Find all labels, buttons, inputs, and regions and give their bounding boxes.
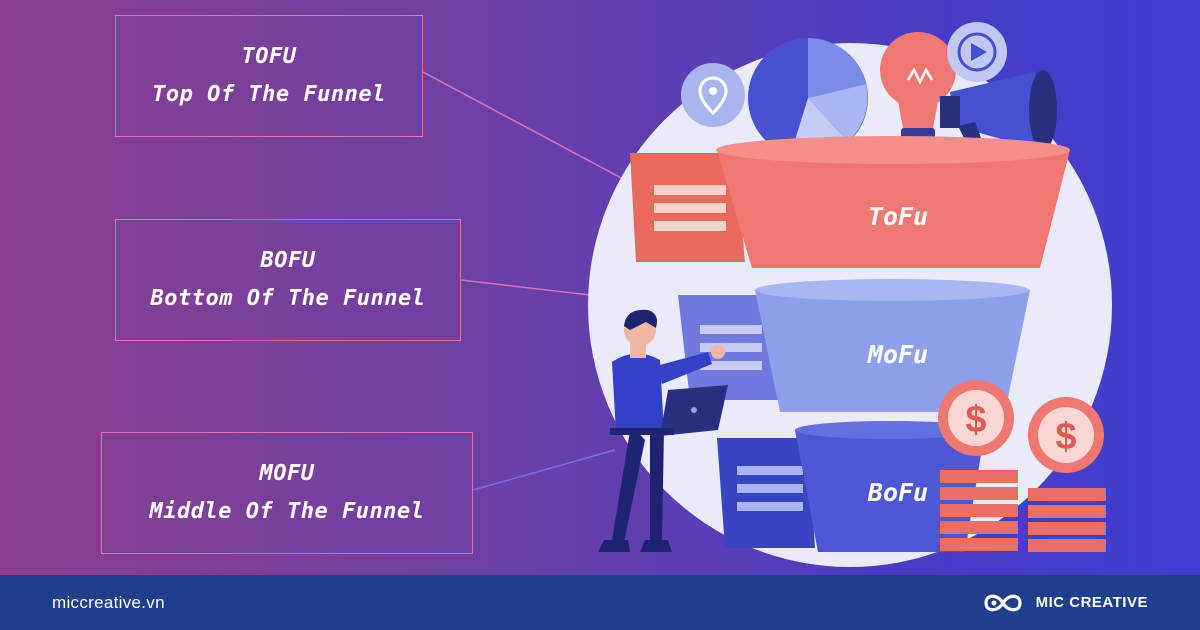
play-button-icon (947, 22, 1007, 82)
funnel-illustration: ToFu MoFu BoFu (422, 22, 1112, 567)
connector-line-mofu (472, 449, 616, 491)
laptop-icon (610, 385, 728, 436)
svg-text:$: $ (965, 399, 986, 441)
mofu-side-panel (678, 295, 780, 400)
funnel-level-tofu: ToFu (716, 136, 1070, 268)
footer-bar: miccreative.vn MIC CREATIVE (0, 575, 1200, 630)
svg-text:$: $ (1055, 416, 1076, 458)
label-full: Middle Of The Funnel (149, 499, 425, 524)
funnel-label-tofu: ToFu (868, 202, 928, 231)
label-full: Bottom Of The Funnel (150, 286, 426, 311)
label-box-mofu: MOFU Middle Of The Funnel (101, 432, 473, 554)
website-link[interactable]: miccreative.vn (52, 592, 165, 612)
label-box-bofu: BOFU Bottom Of The Funnel (115, 219, 461, 341)
lightbulb-icon (880, 32, 956, 144)
infinity-logo-icon (983, 594, 1022, 611)
funnel-level-mofu: MoFu (755, 279, 1030, 412)
funnel-label-mofu: MoFu (867, 340, 928, 369)
label-box-tofu: TOFU Top Of The Funnel (115, 15, 423, 137)
coin-stack-right (1028, 488, 1106, 552)
connector-line-bofu (460, 279, 591, 296)
label-code: MOFU (259, 461, 315, 486)
brand-logo: MIC CREATIVE (980, 590, 1148, 616)
person-with-laptop (598, 309, 728, 552)
dollar-coin-icon: $ (938, 380, 1014, 456)
funnel-infographic: ToFu MoFu BoFu (101, 15, 1112, 567)
brand-name: MIC CREATIVE (1035, 594, 1148, 611)
location-pin-icon (681, 63, 745, 127)
label-code: TOFU (241, 44, 297, 69)
coin-stack-left (940, 470, 1018, 551)
funnel-level-bofu: BoFu (795, 421, 985, 552)
tofu-side-panel (630, 153, 745, 262)
label-code: BOFU (260, 248, 316, 273)
dollar-coin-icon: $ (1028, 397, 1104, 473)
funnel-label-bofu: BoFu (867, 478, 928, 507)
connector-line-tofu (422, 71, 626, 181)
bofu-side-panel (717, 438, 815, 548)
pie-chart-icon (748, 38, 868, 159)
label-full: Top Of The Funnel (152, 82, 386, 107)
